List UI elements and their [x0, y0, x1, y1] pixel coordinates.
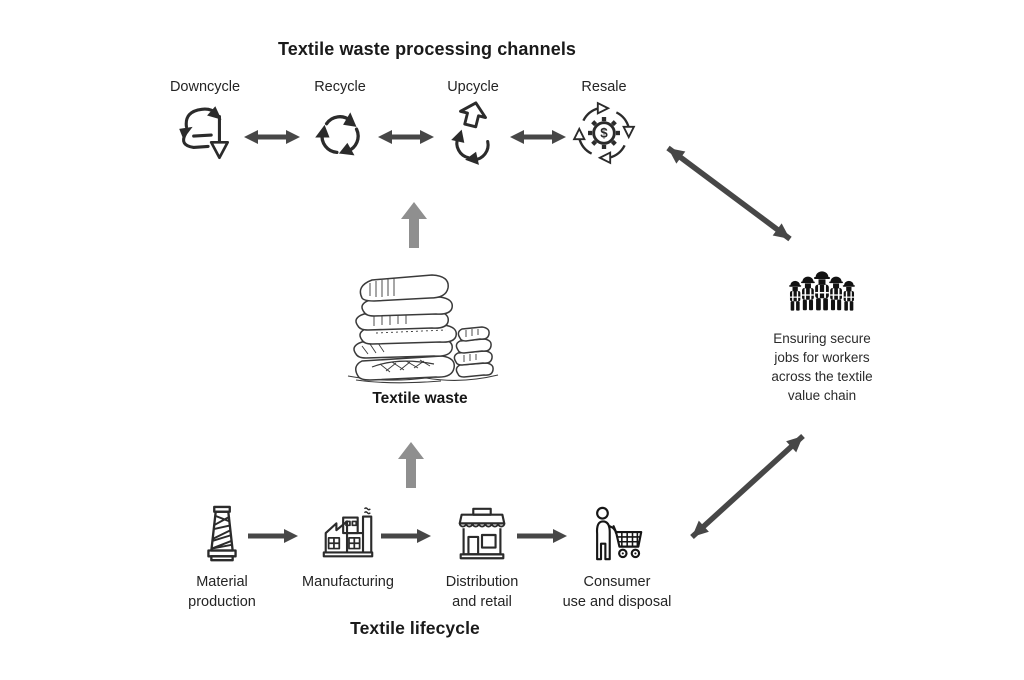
stage-label-line: Distribution [445, 574, 519, 590]
stage-material-production: Material production [157, 500, 287, 612]
textile-lifecycle-title: Textile lifecycle [350, 618, 480, 638]
downcycle-icon [172, 100, 238, 166]
channel-label: Upcycle [447, 79, 499, 95]
stage-label-line: Material [196, 574, 248, 590]
channel-downcycle: Downcycle [145, 79, 265, 171]
stage-label-line: Manufacturing [302, 574, 394, 590]
channel-upcycle: Upcycle [413, 79, 533, 171]
double-arrow-recycle-upcycle [378, 127, 434, 147]
channel-recycle: Recycle [280, 79, 400, 171]
flow-arrow-manufacturing-distribution [379, 527, 431, 545]
up-arrow-lifecycle-to-waste [398, 442, 424, 488]
textile-pile-sketch [346, 264, 504, 386]
stage-distribution-retail: Distribution and retail [417, 500, 547, 612]
stage-label-line: use and disposal [562, 594, 672, 610]
stage-consumer-use-disposal: Consumer use and disposal [552, 500, 682, 612]
stage-label-line: Consumer [583, 574, 651, 590]
textile-waste-label: Textile waste [372, 390, 468, 407]
stage-label-line: and retail [452, 594, 512, 610]
channel-label: Resale [581, 79, 627, 95]
caption-line: Ensuring secure [773, 331, 871, 346]
dollar-symbol: $ [600, 126, 608, 141]
workers-group-icon [786, 261, 858, 317]
consumer-shopping-cart-icon [552, 500, 682, 566]
flow-arrow-material-manufacturing [246, 527, 298, 545]
thread-spool-icon [157, 500, 287, 566]
diagonal-double-arrow-top [656, 136, 802, 250]
caption-line: value chain [787, 388, 857, 403]
channel-label: Downcycle [169, 79, 241, 95]
upcycle-icon [440, 100, 506, 166]
up-arrow-waste-to-channels [401, 202, 427, 248]
resale-icon: $ [571, 100, 637, 166]
caption-line: across the textile [771, 369, 873, 384]
workers-caption: Ensuring secure jobs for workers across … [746, 329, 898, 405]
diagonal-double-arrow-bottom [680, 424, 820, 550]
recycle-icon [307, 100, 373, 166]
stage-manufacturing: Manufacturing [283, 500, 413, 592]
double-arrow-downcycle-recycle [244, 127, 300, 147]
processing-channels-title: Textile waste processing channels [277, 39, 577, 59]
caption-line: jobs for workers [774, 350, 870, 365]
flow-arrow-distribution-consumer [515, 527, 567, 545]
channel-resale: Resale [544, 79, 664, 171]
stage-label-line: production [188, 594, 256, 610]
storefront-icon [417, 500, 547, 566]
channel-label: Recycle [314, 79, 366, 95]
double-arrow-upcycle-resale [510, 127, 566, 147]
factory-icon [283, 500, 413, 566]
